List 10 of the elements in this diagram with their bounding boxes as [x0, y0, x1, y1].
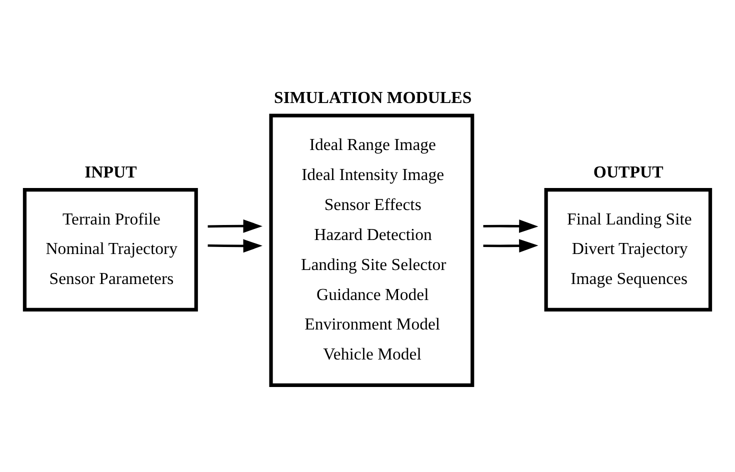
node-label: INPUT — [84, 162, 137, 182]
arrow — [208, 219, 262, 233]
node-label: OUTPUT — [593, 162, 664, 182]
node-box: Ideal Range Image Ideal Intensity Image Sensor Effects Hazard Detection Landing Site Selector Guidance Model Environment Model Vehicle Model — [269, 114, 474, 388]
arrow — [208, 239, 262, 253]
arrow — [483, 220, 538, 233]
node-box: Terrain Profile Nominal Trajectory Sensor Parameters — [22, 188, 198, 312]
node-box: Final Landing Site Divert Trajectory Image Sequences — [544, 188, 712, 312]
node-label: SIMULATION MODULES — [274, 88, 472, 108]
arrow — [483, 239, 538, 252]
